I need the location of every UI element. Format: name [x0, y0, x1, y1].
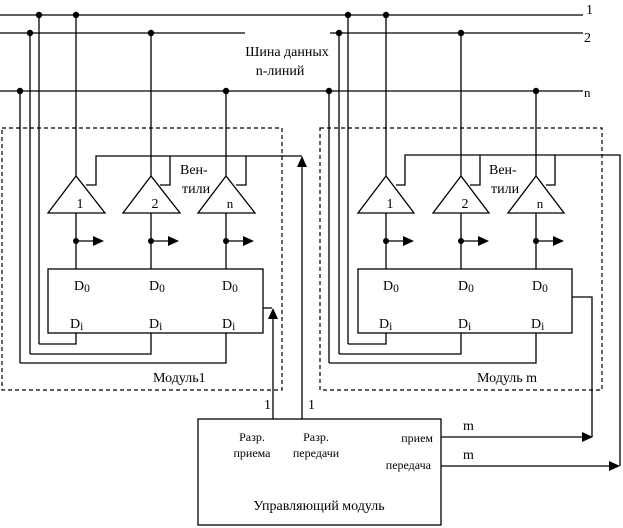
- arrow-right-icon: [609, 461, 620, 471]
- recv-enable-width-label: 1: [264, 398, 271, 413]
- register-output-d0: D0: [222, 279, 238, 295]
- control-module: 1 1 Разр. приема Разр. передачи прием пе…: [197, 398, 620, 526]
- arrow-right-icon: [582, 432, 593, 442]
- gate-enable-branch: [236, 156, 247, 186]
- send-bus-width-label: m: [463, 448, 474, 463]
- register: [357, 268, 573, 334]
- junction-dot: [147, 29, 155, 37]
- register-output-d0: D0: [74, 279, 90, 295]
- register-output-d0: D0: [532, 279, 548, 295]
- control-module-title: Управляющий модуль: [253, 499, 384, 514]
- send-enable-label-2: передачи: [293, 446, 340, 460]
- arrow-right-icon: [553, 236, 564, 246]
- module-1-boundary: [1, 127, 283, 391]
- arrow-right-icon: [168, 236, 179, 246]
- gates-label-2: тили: [182, 182, 211, 197]
- recv-enable-line: [572, 296, 593, 437]
- register: [47, 268, 264, 334]
- junction-dot: [532, 87, 540, 95]
- data-bus: 1 2 n Шина данных n-линий: [0, 3, 593, 100]
- junction-dot: [16, 87, 24, 95]
- junction-dot: [72, 11, 80, 19]
- control-module-box: [197, 418, 442, 526]
- bus-line-2-label: 2: [584, 31, 591, 46]
- gate-enable-line: [86, 155, 302, 186]
- gates-label: Вен-: [180, 163, 208, 178]
- arrow-right-icon: [403, 236, 414, 246]
- input-line-2: [30, 333, 152, 355]
- arrow-right-icon: [243, 236, 254, 246]
- gate-enable-branch: [546, 155, 556, 186]
- input-line-1: [39, 333, 77, 345]
- arrow-right-icon: [478, 236, 489, 246]
- register-input-di: Di: [379, 317, 392, 333]
- module-m-label: Модуль m: [477, 371, 537, 386]
- register-input-di: Di: [222, 317, 235, 333]
- module-m: 1 2 n Вен- тили D0 D0 D0 Di Di Di Модуль…: [319, 11, 621, 466]
- gate-n-label: n: [227, 196, 234, 211]
- gates-label-2: тили: [491, 182, 520, 197]
- junction-dot: [457, 29, 465, 37]
- gate-enable-branch: [160, 156, 171, 186]
- junction-dot: [26, 29, 34, 37]
- input-line-2: [339, 333, 462, 355]
- junction-dot: [344, 11, 352, 19]
- recv-enable-label-2: приема: [233, 446, 271, 460]
- recv-bus-width-label: m: [463, 419, 474, 434]
- gate-enable-line: [396, 154, 621, 466]
- register-input-di: Di: [531, 317, 544, 333]
- register-output-d0: D0: [458, 279, 474, 295]
- gate-n-label: n: [537, 196, 544, 211]
- module-1-label: Модуль1: [153, 371, 206, 386]
- send-label: передача: [386, 458, 432, 472]
- gate-1-label: 1: [387, 197, 394, 212]
- junction-dot: [382, 11, 390, 19]
- arrow-up-icon: [268, 308, 278, 319]
- register-input-di: Di: [458, 317, 471, 333]
- input-line-n: [20, 333, 227, 364]
- bus-line-n-label: n: [584, 85, 591, 100]
- recv-enable-label: Разр.: [239, 430, 265, 444]
- junction-dot: [335, 29, 343, 37]
- junction-dot: [325, 87, 333, 95]
- register-output-d0: D0: [383, 279, 399, 295]
- gate-2-label: 2: [152, 197, 159, 212]
- gate-1-label: 1: [77, 197, 84, 212]
- bus-line-1-label: 1: [586, 3, 593, 18]
- register-input-di: Di: [149, 317, 162, 333]
- send-enable-width-label: 1: [308, 398, 315, 413]
- gate-enable-branch: [470, 155, 481, 186]
- bus-title: Шина данных: [245, 45, 329, 60]
- input-line-n: [329, 333, 537, 364]
- junction-dot: [222, 87, 230, 95]
- input-line-1: [348, 333, 387, 345]
- register-input-di: Di: [70, 317, 83, 333]
- recv-label: прием: [401, 431, 433, 445]
- gates-label: Вен-: [489, 163, 517, 178]
- module-1: 1 2 n Вен- тили D0 D0 D0 Di Di Di Мо: [1, 11, 307, 419]
- arrow-right-icon: [93, 236, 104, 246]
- bus-subtitle: n-линий: [256, 64, 305, 79]
- junction-dot: [35, 11, 43, 19]
- register-output-d0: D0: [149, 279, 165, 295]
- arrow-up-icon: [297, 156, 307, 167]
- gate-2-label: 2: [462, 197, 469, 212]
- send-enable-label: Разр.: [303, 430, 329, 444]
